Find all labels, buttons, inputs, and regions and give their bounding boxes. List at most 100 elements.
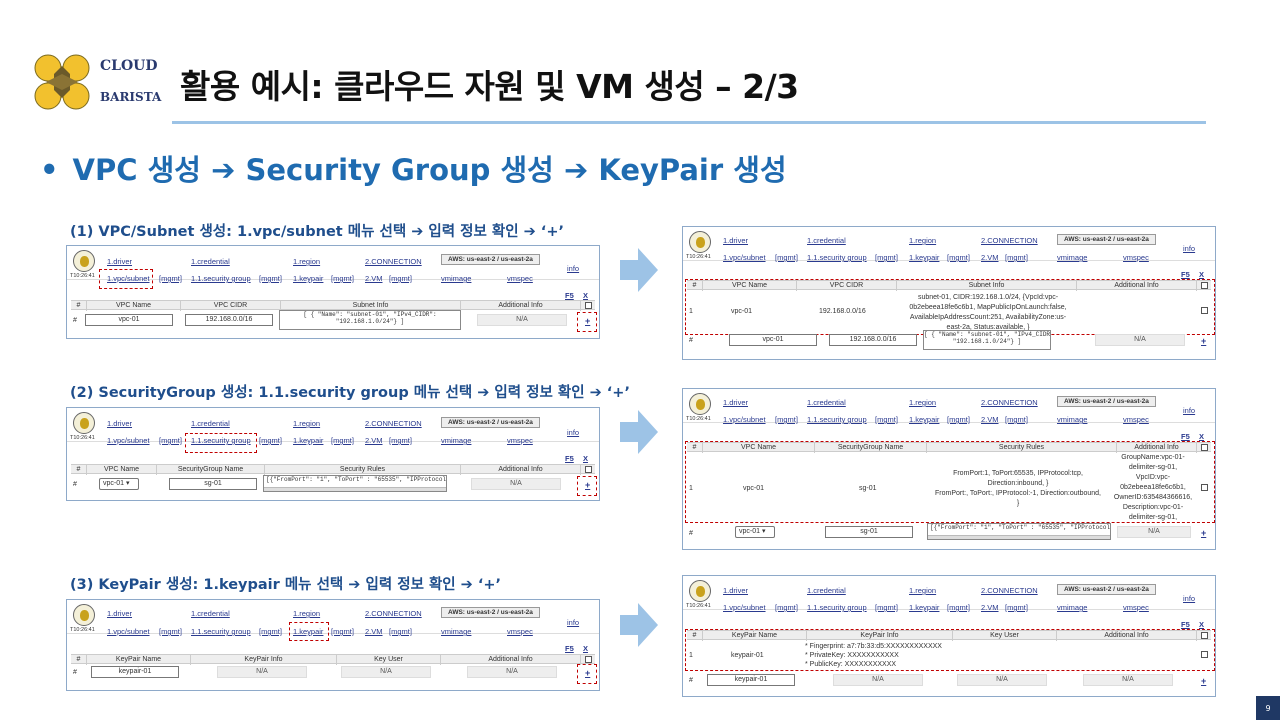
add-button[interactable]: + <box>585 480 591 490</box>
menu-keypair-link[interactable]: 1.keypair <box>909 415 940 424</box>
menu-driver-link[interactable]: 1.driver <box>723 398 749 407</box>
menu-sg-mgmt-link[interactable]: [mgmt] <box>259 436 282 445</box>
menu-sg-mgmt-link[interactable]: [mgmt] <box>875 415 898 424</box>
menu-vm-mgmt-link[interactable]: [mgmt] <box>389 627 412 636</box>
menu-vm-link[interactable]: 2.VM <box>981 253 999 262</box>
menu-info-link[interactable]: info <box>567 264 580 273</box>
vpc-select[interactable]: vpc-01 ▾ <box>735 526 775 538</box>
menu-driver-link[interactable]: 1.driver <box>723 586 749 595</box>
menu-vmspec-link[interactable]: vmspec <box>1123 253 1149 262</box>
menu-vpc-mgmt-link[interactable]: [mgmt] <box>159 436 182 445</box>
menu-connection-link[interactable]: 2.CONNECTION <box>365 419 422 428</box>
refresh-button[interactable]: F5 <box>1181 432 1190 441</box>
menu-vpc-link[interactable]: 1.vpc/subnet <box>723 603 766 612</box>
add-button[interactable]: + <box>585 316 591 326</box>
subnet-info-textarea[interactable]: [ { "Name": "subnet-01", "IPv4_CIDR": "1… <box>279 310 461 330</box>
menu-keypair-mgmt-link[interactable]: [mgmt] <box>947 603 970 612</box>
menu-sg-link[interactable]: 1.1.security group <box>807 415 867 424</box>
row-checkbox[interactable] <box>1201 484 1208 491</box>
menu-vm-link[interactable]: 2.VM <box>981 415 999 424</box>
menu-connection-link[interactable]: 2.CONNECTION <box>981 236 1038 245</box>
menu-sg-mgmt-link[interactable]: [mgmt] <box>259 627 282 636</box>
select-all-checkbox[interactable] <box>1201 444 1208 451</box>
menu-credential-link[interactable]: 1.credential <box>191 257 230 266</box>
menu-sg-mgmt-link[interactable]: [mgmt] <box>875 253 898 262</box>
row-checkbox[interactable] <box>1201 651 1208 658</box>
menu-vpc-mgmt-link[interactable]: [mgmt] <box>775 603 798 612</box>
menu-credential-link[interactable]: 1.credential <box>807 586 846 595</box>
refresh-button[interactable]: F5 <box>565 291 574 300</box>
menu-region-link[interactable]: 1.region <box>293 419 321 428</box>
menu-vm-link[interactable]: 2.VM <box>365 274 383 283</box>
refresh-button[interactable]: F5 <box>1181 620 1190 629</box>
menu-vm-mgmt-link[interactable]: [mgmt] <box>1005 603 1028 612</box>
delete-button[interactable]: X <box>583 291 589 300</box>
vpc-cidr-input[interactable]: 192.168.0.0/16 <box>185 314 273 326</box>
menu-info-link[interactable]: info <box>567 618 580 627</box>
menu-vmspec-link[interactable]: vmspec <box>1123 603 1149 612</box>
menu-vmimage-link[interactable]: vmimage <box>441 274 472 283</box>
menu-keypair-link[interactable]: 1.keypair <box>909 253 940 262</box>
menu-vmimage-link[interactable]: vmimage <box>441 436 472 445</box>
menu-connection-link[interactable]: 2.CONNECTION <box>981 398 1038 407</box>
menu-credential-link[interactable]: 1.credential <box>191 609 230 618</box>
menu-vpc-link[interactable]: 1.vpc/subnet <box>723 415 766 424</box>
vpc-name-input[interactable]: vpc-01 <box>729 334 817 346</box>
menu-sg-mgmt-link[interactable]: [mgmt] <box>259 274 282 283</box>
menu-vpc-link[interactable]: 1.vpc/subnet <box>107 274 150 283</box>
menu-connection-link[interactable]: 2.CONNECTION <box>365 257 422 266</box>
menu-keypair-link[interactable]: 1.keypair <box>909 603 940 612</box>
vpc-select[interactable]: vpc-01 ▾ <box>99 478 139 490</box>
sg-name-input[interactable]: sg-01 <box>825 526 913 538</box>
sg-name-input[interactable]: sg-01 <box>169 478 257 490</box>
menu-credential-link[interactable]: 1.credential <box>807 236 846 245</box>
add-button[interactable]: + <box>585 668 591 678</box>
menu-keypair-mgmt-link[interactable]: [mgmt] <box>331 436 354 445</box>
menu-vmspec-link[interactable]: vmspec <box>507 274 533 283</box>
select-all-checkbox[interactable] <box>585 656 592 663</box>
menu-keypair-link[interactable]: 1.keypair <box>293 436 324 445</box>
menu-sg-link[interactable]: 1.1.security group <box>807 253 867 262</box>
horizontal-scrollbar[interactable] <box>928 535 1110 539</box>
menu-region-link[interactable]: 1.region <box>293 609 321 618</box>
delete-button[interactable]: X <box>583 644 589 653</box>
add-button[interactable]: + <box>1201 676 1207 686</box>
menu-region-link[interactable]: 1.region <box>909 236 937 245</box>
menu-sg-mgmt-link[interactable]: [mgmt] <box>875 603 898 612</box>
add-button[interactable]: + <box>1201 336 1207 346</box>
menu-vmimage-link[interactable]: vmimage <box>1057 253 1088 262</box>
menu-keypair-link[interactable]: 1.keypair <box>293 274 324 283</box>
menu-vm-mgmt-link[interactable]: [mgmt] <box>389 436 412 445</box>
menu-vmspec-link[interactable]: vmspec <box>1123 415 1149 424</box>
menu-vpc-mgmt-link[interactable]: [mgmt] <box>775 253 798 262</box>
menu-credential-link[interactable]: 1.credential <box>191 419 230 428</box>
menu-driver-link[interactable]: 1.driver <box>723 236 749 245</box>
menu-vmimage-link[interactable]: vmimage <box>1057 415 1088 424</box>
menu-vm-link[interactable]: 2.VM <box>365 627 383 636</box>
delete-button[interactable]: X <box>1199 620 1205 629</box>
menu-info-link[interactable]: info <box>1183 406 1196 415</box>
menu-vm-mgmt-link[interactable]: [mgmt] <box>389 274 412 283</box>
menu-vm-link[interactable]: 2.VM <box>365 436 383 445</box>
menu-sg-link[interactable]: 1.1.security group <box>191 627 251 636</box>
menu-keypair-mgmt-link[interactable]: [mgmt] <box>331 274 354 283</box>
menu-vmimage-link[interactable]: vmimage <box>1057 603 1088 612</box>
refresh-button[interactable]: F5 <box>565 454 574 463</box>
menu-driver-link[interactable]: 1.driver <box>107 609 133 618</box>
menu-vmimage-link[interactable]: vmimage <box>441 627 472 636</box>
menu-info-link[interactable]: info <box>1183 594 1196 603</box>
select-all-checkbox[interactable] <box>585 466 592 473</box>
menu-keypair-mgmt-link[interactable]: [mgmt] <box>331 627 354 636</box>
menu-credential-link[interactable]: 1.credential <box>807 398 846 407</box>
select-all-checkbox[interactable] <box>1201 632 1208 639</box>
menu-vmspec-link[interactable]: vmspec <box>507 627 533 636</box>
refresh-button[interactable]: F5 <box>565 644 574 653</box>
menu-vm-link[interactable]: 2.VM <box>981 603 999 612</box>
menu-info-link[interactable]: info <box>567 428 580 437</box>
menu-vpc-mgmt-link[interactable]: [mgmt] <box>159 627 182 636</box>
subnet-info-textarea[interactable]: [ { "Name": "subnet-01", "IPv4_CIDR": "1… <box>923 330 1051 350</box>
menu-sg-link[interactable]: 1.1.security group <box>807 603 867 612</box>
menu-keypair-mgmt-link[interactable]: [mgmt] <box>947 415 970 424</box>
menu-vpc-link[interactable]: 1.vpc/subnet <box>107 436 150 445</box>
horizontal-scrollbar[interactable] <box>264 487 446 491</box>
